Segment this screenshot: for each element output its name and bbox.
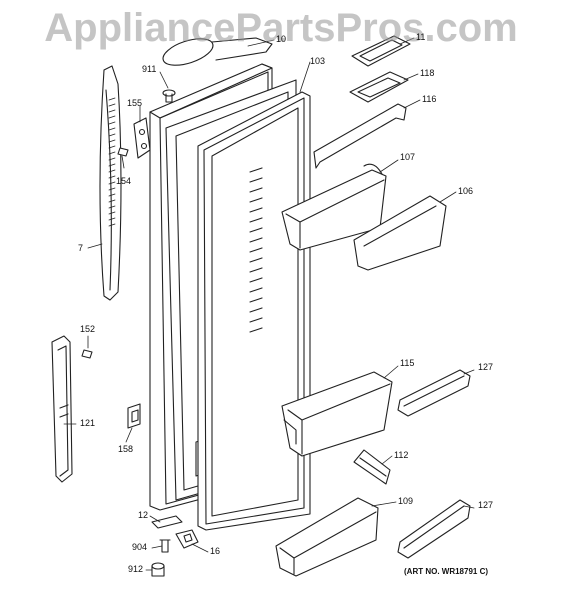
screw-904 [159,539,171,553]
label-107: 107 [400,152,416,162]
hinge-bracket-12 [151,515,183,529]
label-904: 904 [132,542,148,552]
label-106: 106 [458,186,474,196]
bin-cover-127-lower [397,499,471,559]
label-152: 152 [80,324,96,334]
label-121: 121 [80,418,96,428]
dairy-door-11 [351,35,411,67]
label-112: 112 [394,450,409,460]
door-bin-115 [281,371,393,457]
bin-cover-127-upper [397,369,471,417]
label-116: 116 [422,94,437,104]
part-112 [353,449,391,485]
hinge-cap-16 [175,529,199,549]
art-number: (ART NO. WR18791 C) [404,567,489,576]
label-912: 912 [128,564,144,574]
part-158 [127,403,141,429]
label-158: 158 [118,444,134,454]
leader-lines [63,37,475,571]
label-127-upper: 127 [478,362,494,372]
liner-shelf-ribs [249,167,263,333]
label-154: 154 [116,176,132,186]
bin-cover-106 [353,195,447,271]
lower-handle-121 [51,335,73,483]
hinge-pin-912 [151,562,165,577]
screw-154 [117,147,129,157]
screw-911 [162,89,176,103]
label-911: 911 [142,64,157,74]
door-bin-109 [275,497,379,577]
door-top-cap [162,37,273,66]
screw-152 [81,349,93,359]
door-handle [99,65,122,301]
label-7: 7 [78,243,84,253]
label-11: 11 [416,32,426,42]
label-127-lower: 127 [478,500,494,510]
label-10: 10 [276,34,287,44]
label-155: 155 [127,98,143,108]
label-16: 16 [210,546,221,556]
label-109: 109 [398,496,414,506]
label-115: 115 [400,358,415,368]
handle-bracket-155 [133,117,151,159]
dairy-frame-118 [349,71,409,103]
bar-116 [313,103,407,169]
label-12: 12 [138,510,149,520]
label-118: 118 [420,68,435,78]
label-103: 103 [310,56,326,66]
